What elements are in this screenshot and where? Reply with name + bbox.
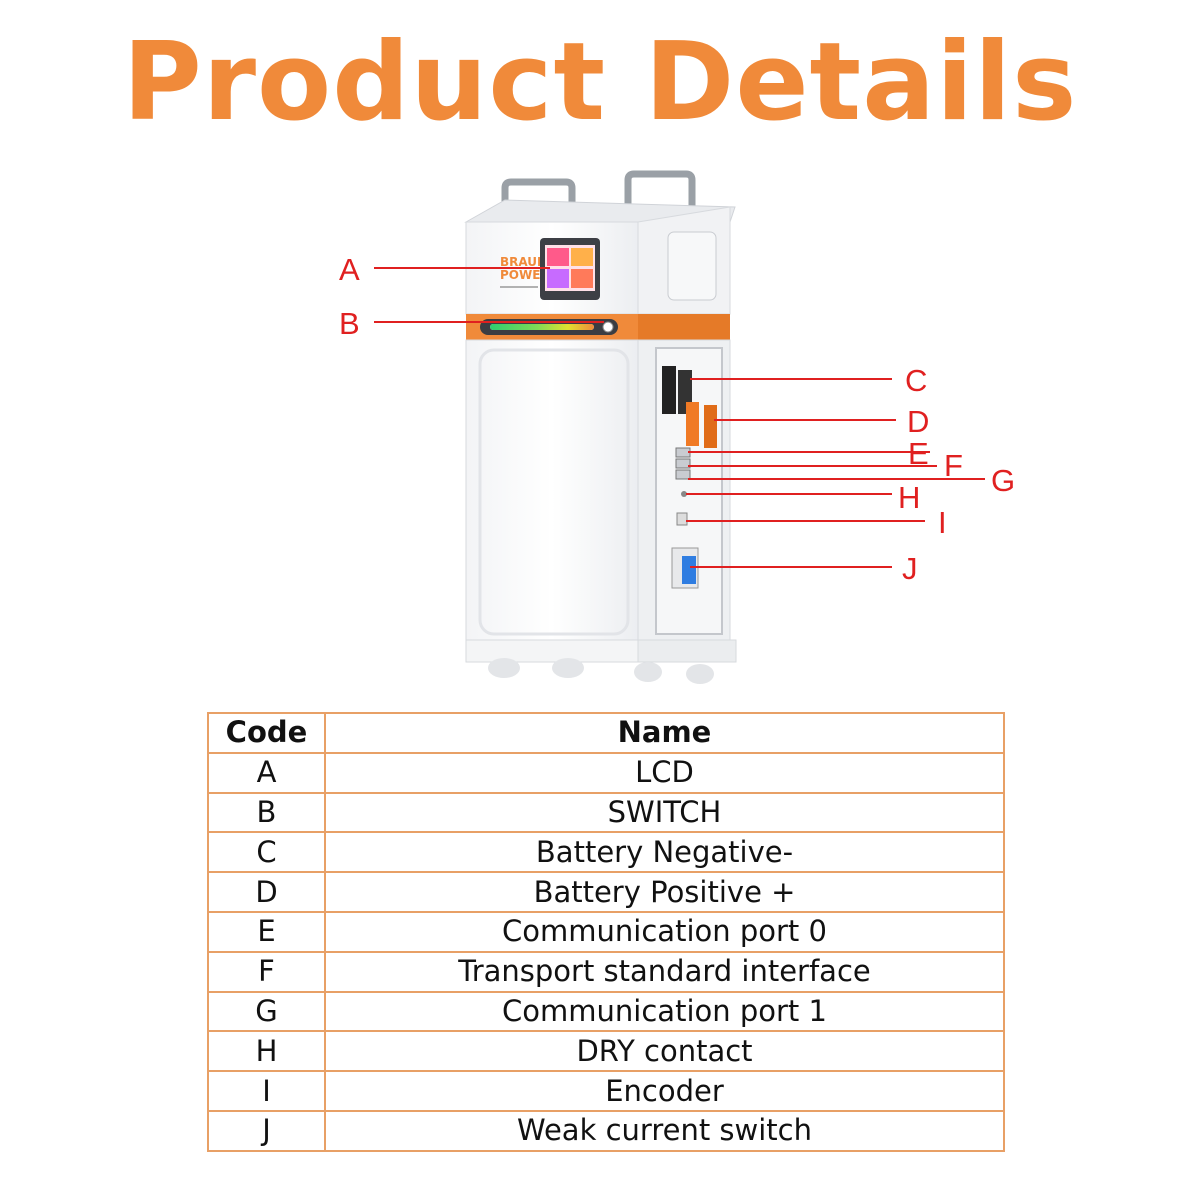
cabinet-base [465, 639, 737, 684]
cell-name: Weak current switch [324, 1109, 1005, 1152]
cell-code: D [207, 871, 326, 913]
svg-text:BRAUN: BRAUN [500, 255, 547, 269]
carry-handle-right [624, 170, 696, 210]
cell-code: I [207, 1070, 326, 1112]
header-code: Code [207, 712, 326, 754]
cell-name: Battery Positive + [324, 871, 1005, 913]
callout-d: D [907, 404, 930, 439]
weak-current-switch[interactable] [671, 547, 699, 589]
cell-code: J [207, 1109, 326, 1152]
callout-h: H [898, 480, 921, 515]
product-diagram: BRAUN POWER [374, 170, 985, 684]
svg-text:POWER: POWER [500, 268, 550, 282]
cell-name: Transport standard interface [324, 950, 1005, 993]
cell-name: Encoder [324, 1070, 1005, 1112]
battery-positive-terminal[interactable] [686, 402, 717, 448]
top-module [464, 199, 736, 315]
callout-a: A [339, 252, 360, 287]
cell-name: Battery Negative- [324, 831, 1005, 874]
header-name: Name [324, 712, 1005, 754]
page-title: Product Details [122, 20, 1078, 145]
cell-code: C [207, 831, 326, 874]
callout-e: E [908, 436, 929, 471]
cell-code: A [207, 751, 326, 794]
table-header-row: Code Name [207, 712, 1005, 754]
cell-code: E [207, 910, 326, 953]
carry-handle-left [501, 178, 576, 214]
callout-g: G [991, 463, 1016, 498]
cell-name: DRY contact [324, 1030, 1005, 1073]
callout-c: C [905, 363, 928, 398]
cell-code: H [207, 1030, 326, 1073]
cell-name: LCD [324, 751, 1005, 794]
communication-ports[interactable] [675, 447, 691, 526]
cell-code: G [207, 990, 326, 1033]
callout-b: B [339, 306, 360, 341]
cell-code: F [207, 950, 326, 993]
cell-name: Communication port 0 [324, 910, 1005, 953]
callout-i: I [938, 505, 947, 540]
brand-logo: BRAUN POWER [500, 255, 550, 288]
callout-j: J [902, 551, 918, 586]
cell-name: SWITCH [324, 791, 1005, 834]
callout-f: F [944, 448, 963, 483]
lcd-screen[interactable] [540, 238, 600, 300]
cell-code: B [207, 791, 326, 834]
cell-name: Communication port 1 [324, 990, 1005, 1033]
